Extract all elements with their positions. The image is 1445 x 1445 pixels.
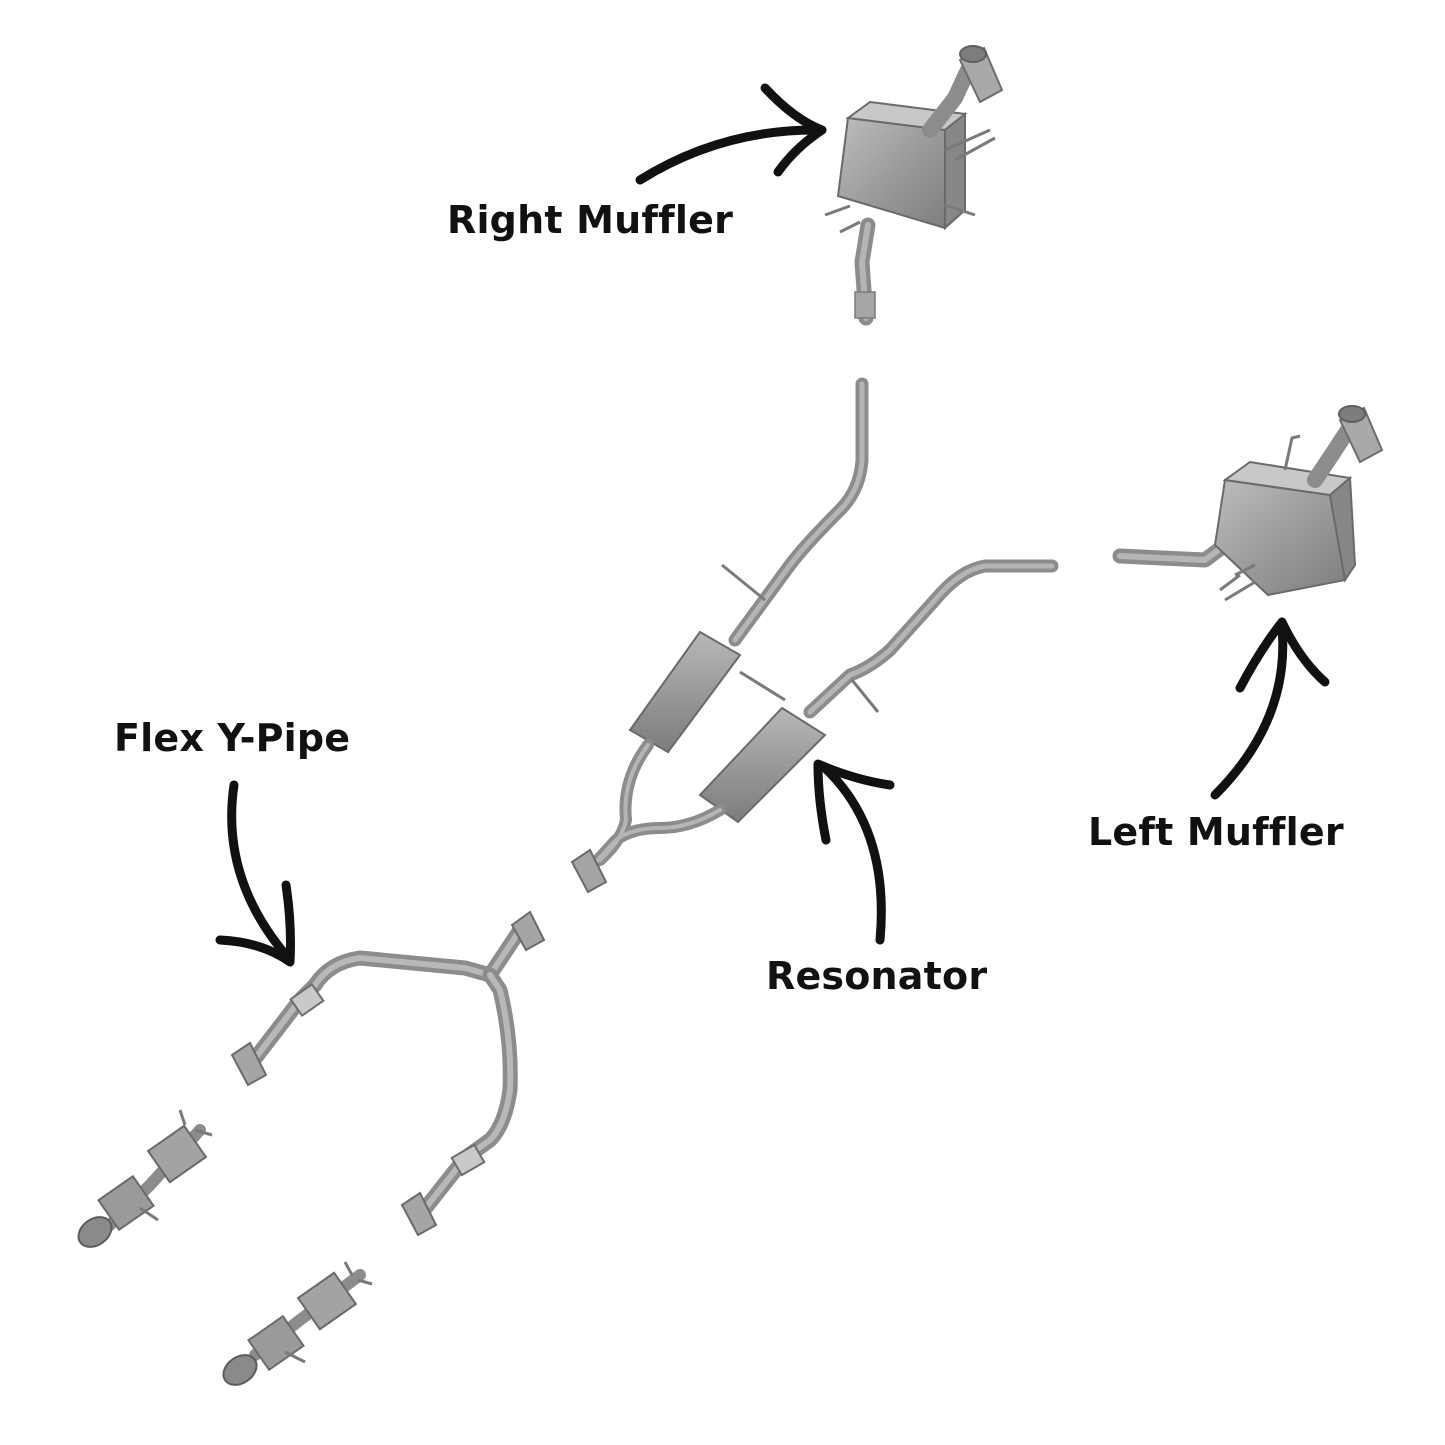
flex-y-pipe (230, 910, 546, 1237)
arrow-flex-y-pipe (215, 780, 295, 967)
arrow-resonator (813, 759, 895, 945)
right-muffler (824, 45, 1004, 326)
arrow-right-muffler (635, 83, 827, 185)
arrow-left-muffler (1210, 617, 1330, 800)
right-muffler-label: Right Muffler (447, 198, 734, 242)
flex-y-pipe-label: Flex Y-Pipe (114, 716, 351, 760)
resonator-assembly (570, 377, 1059, 894)
left-muffler (1112, 405, 1384, 602)
left-muffler-label: Left Muffler (1088, 810, 1344, 854)
resonator-label: Resonator (766, 954, 988, 998)
catalytic-converter-lower (222, 1261, 373, 1386)
catalytic-converter-upper (77, 1109, 213, 1248)
